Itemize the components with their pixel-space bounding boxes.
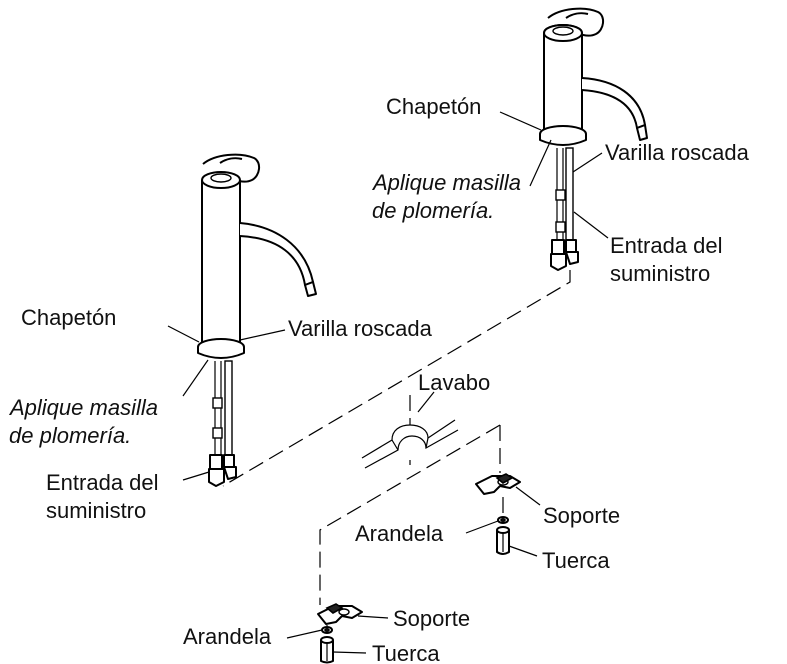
faucet-top-right — [539, 7, 648, 271]
label-top-putty-line1: Aplique masilla — [371, 170, 521, 195]
label-bottom-nut: Tuerca — [372, 641, 440, 664]
label-left-escutcheon: Chapetón — [21, 305, 116, 330]
alignment-lines — [222, 270, 571, 626]
label-right-bracket: Soporte — [543, 503, 620, 528]
leader-lines — [167, 111, 609, 654]
label-right-washer: Arandela — [355, 521, 444, 546]
washer-bottom — [321, 626, 333, 634]
label-left-supply-line1: Entrada del — [46, 470, 159, 495]
label-top-supply-line1: Entrada del — [610, 233, 723, 258]
label-top-supply-line2: suministro — [610, 261, 710, 286]
label-top-escutcheon: Chapetón — [386, 94, 481, 119]
label-left-putty-line1: Aplique masilla — [8, 395, 158, 420]
washer-right — [497, 516, 509, 524]
label-left-threaded-rod: Varilla roscada — [288, 316, 433, 341]
label-left-putty-line2: de plomería. — [9, 423, 131, 448]
label-top-threaded-rod: Varilla roscada — [605, 140, 750, 165]
nut-right — [496, 526, 510, 555]
label-bottom-washer: Arandela — [183, 624, 272, 649]
nut-bottom — [320, 636, 334, 664]
bracket-right — [475, 473, 521, 495]
labels: Chapetón Aplique masilla de plomería. Va… — [8, 94, 750, 664]
label-top-putty-line2: de plomería. — [372, 198, 494, 223]
bracket-bottom — [317, 603, 363, 625]
label-left-supply-line2: suministro — [46, 498, 146, 523]
label-sink: Lavabo — [418, 370, 490, 395]
label-bottom-bracket: Soporte — [393, 606, 470, 631]
label-right-nut: Tuerca — [542, 548, 610, 573]
faucet-left — [197, 153, 317, 487]
